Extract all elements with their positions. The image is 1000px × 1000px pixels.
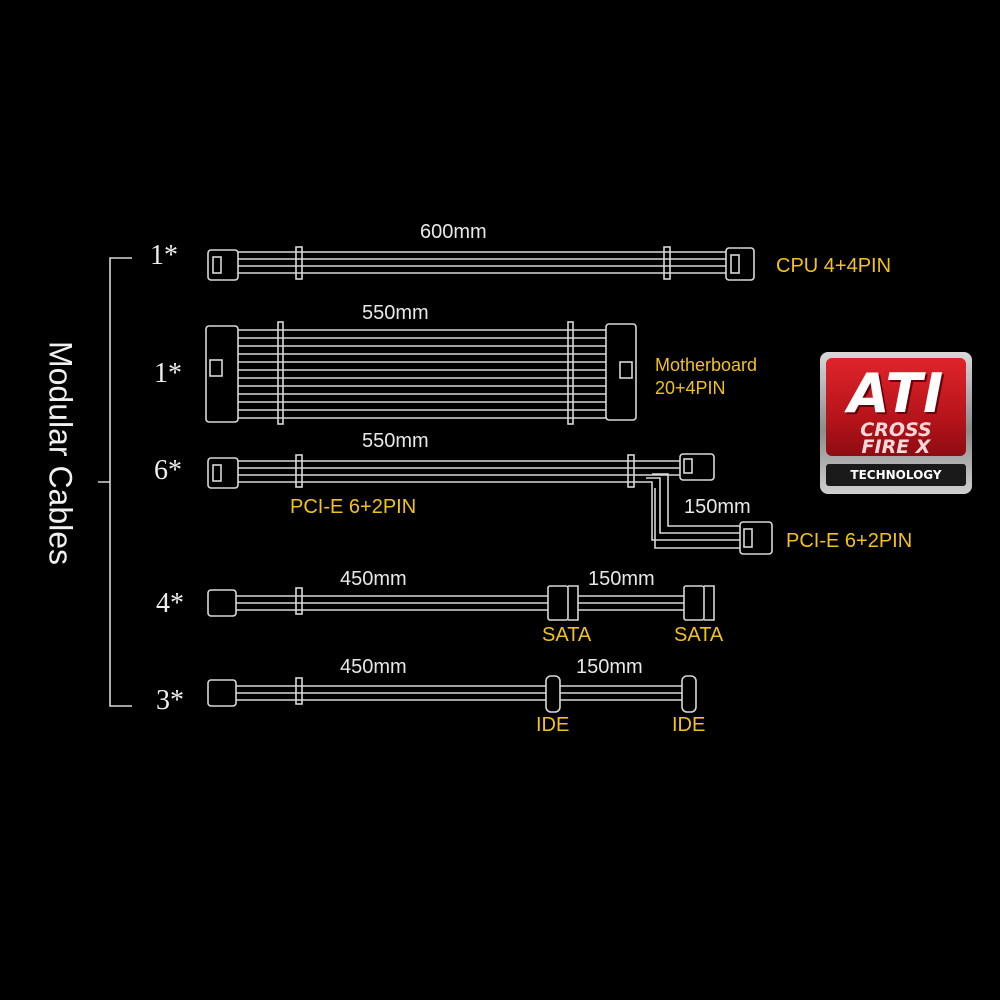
logo-brand: ATI <box>847 362 945 425</box>
label-motherboard-line2: 20+4PIN <box>655 378 726 398</box>
label-motherboard-line1: Motherboard <box>655 355 758 375</box>
length-pcie-branch: 150mm <box>684 496 751 518</box>
label-pcie-branch: PCI-E 6+2PIN <box>786 530 913 552</box>
length-ide-main: 450mm <box>340 656 407 678</box>
group-label-text: Modular Cables <box>42 340 79 566</box>
length-cpu: 600mm <box>420 221 487 243</box>
group-bracket <box>98 257 132 707</box>
length-sata-branch: 150mm <box>588 568 655 590</box>
quantity-pcie: 6* <box>154 455 182 486</box>
label-sata-1: SATA <box>542 624 592 646</box>
label-cpu: CPU 4+4PIN <box>776 255 892 277</box>
cpu-cable <box>207 246 755 281</box>
label-ide-2: IDE <box>672 714 706 736</box>
ati-crossfirex-logo: ATI CROSS FIRE X TECHNOLOGY <box>820 352 972 494</box>
logo-tagline: TECHNOLOGY <box>826 464 966 486</box>
logo-line1: CROSS <box>860 419 932 441</box>
pcie-cable <box>207 453 773 555</box>
quantity-sata: 4* <box>156 588 184 619</box>
ide-cable <box>207 675 697 713</box>
length-ide-branch: 150mm <box>576 656 643 678</box>
sata-cable <box>207 585 715 621</box>
label-pcie: PCI-E 6+2PIN <box>290 496 417 518</box>
motherboard-cable <box>205 321 637 425</box>
length-pcie: 550mm <box>362 430 429 452</box>
quantity-motherboard: 1* <box>154 358 182 389</box>
label-sata-2: SATA <box>674 624 724 646</box>
quantity-ide: 3* <box>156 685 184 716</box>
label-ide-1: IDE <box>536 714 570 736</box>
logo-line2: FIRE X <box>861 436 931 458</box>
logo-badge: ATI CROSS FIRE X <box>826 358 966 458</box>
modular-cables-label: Modular Cables <box>30 318 90 588</box>
quantity-cpu: 1* <box>150 240 178 271</box>
length-sata-main: 450mm <box>340 568 407 590</box>
length-motherboard: 550mm <box>362 302 429 324</box>
